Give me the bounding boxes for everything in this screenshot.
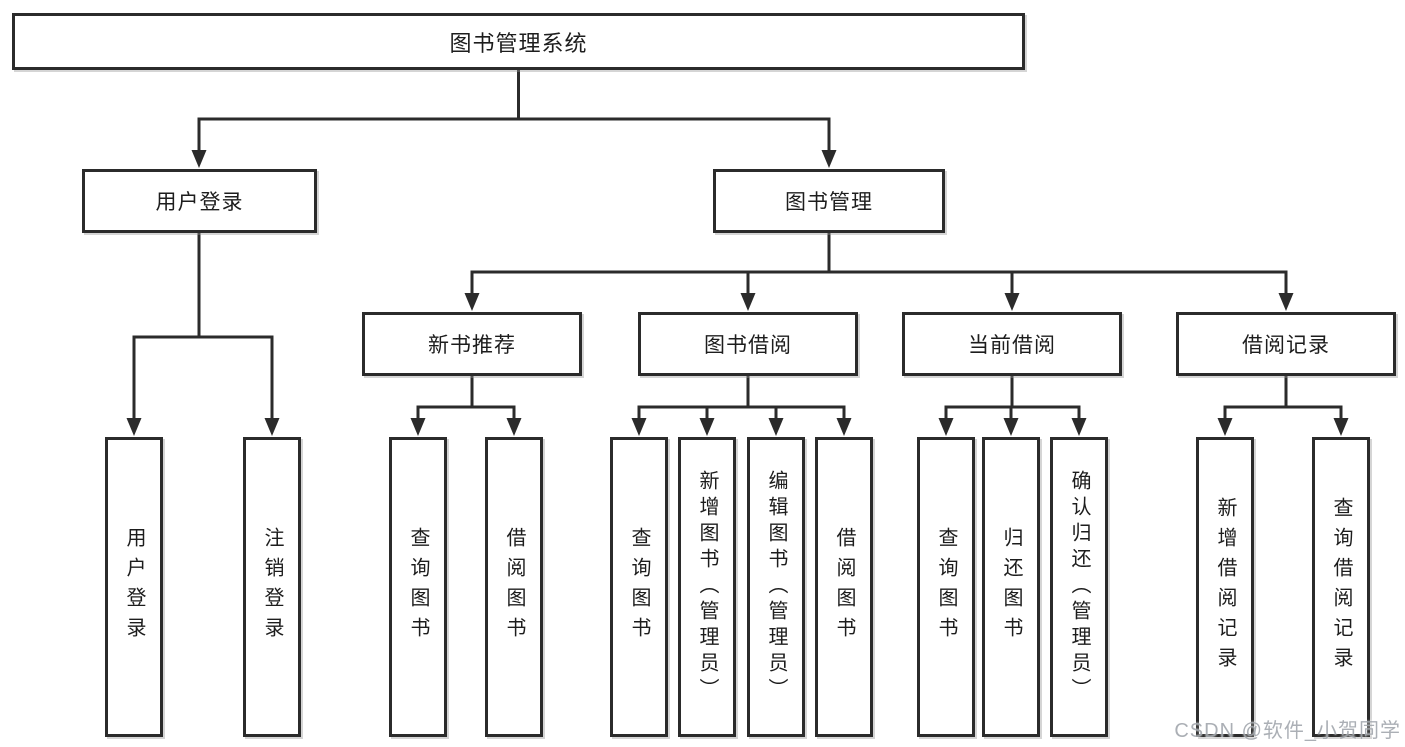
- leaf-br-add-record: 新增借阅记录: [1196, 437, 1254, 737]
- leaf-br-query-record: 查询借阅记录: [1312, 437, 1370, 737]
- leaf-bb-edit-books-admin: 编辑图书（管理员）: [747, 437, 805, 737]
- node-library-management-system: 图书管理系统: [12, 13, 1025, 70]
- node-user-login: 用户登录: [82, 169, 317, 233]
- leaf-user-login: 用户登录: [105, 437, 163, 737]
- leaf-nb-borrow-books: 借阅图书: [485, 437, 543, 737]
- node-book-management: 图书管理: [713, 169, 945, 233]
- leaf-cb-return-books: 归还图书: [982, 437, 1040, 737]
- leaf-bb-add-books-admin: 新增图书（管理员）: [678, 437, 736, 737]
- leaf-cb-confirm-return-admin: 确认归还（管理员）: [1050, 437, 1108, 737]
- node-borrowing-records: 借阅记录: [1176, 312, 1396, 376]
- leaf-bb-borrow-books: 借阅图书: [815, 437, 873, 737]
- csdn-watermark: CSDN @软件_小贺同学: [1174, 720, 1401, 742]
- leaf-nb-query-books: 查询图书: [389, 437, 447, 737]
- leaf-logout: 注销登录: [243, 437, 301, 737]
- node-current-borrowing: 当前借阅: [902, 312, 1122, 376]
- node-book-borrowing: 图书借阅: [638, 312, 858, 376]
- arrowheads: [126, 150, 1349, 436]
- leaf-bb-query-books: 查询图书: [610, 437, 668, 737]
- node-new-book-recommendation: 新书推荐: [362, 312, 582, 376]
- leaf-cb-query-books: 查询图书: [917, 437, 975, 737]
